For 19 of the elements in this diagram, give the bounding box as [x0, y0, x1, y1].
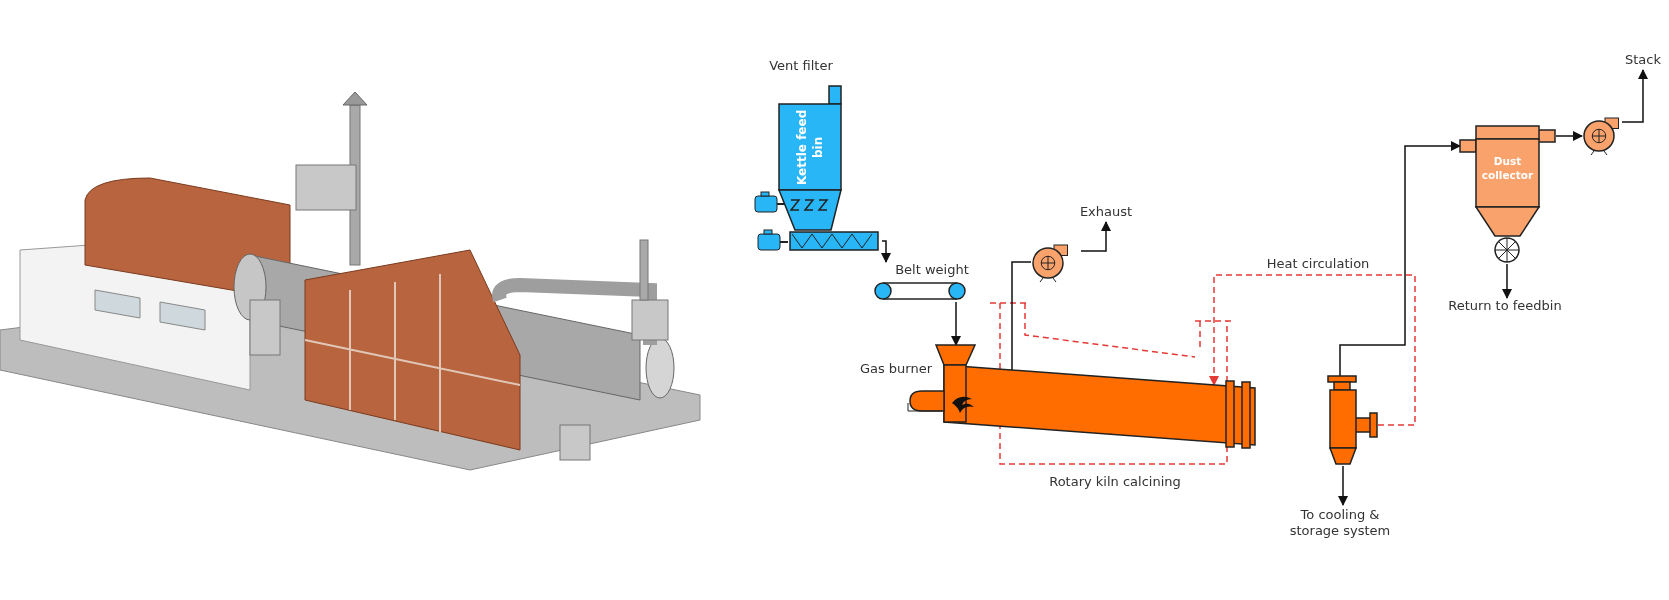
belt-weight-label: Belt weight [894, 262, 970, 278]
gas-burner-label: Gas burner [858, 361, 934, 377]
outlet-label: To cooling & storage system [1288, 507, 1392, 539]
arrow [1502, 263, 1512, 299]
arrow [881, 240, 891, 263]
arrow [1209, 274, 1416, 426]
arrow [951, 301, 961, 346]
arrow [1338, 465, 1348, 506]
arrow [1339, 141, 1461, 377]
arrow [1080, 221, 1111, 252]
vent-filter-label: Vent filter [768, 58, 834, 74]
outlet-label: Exhaust [1078, 204, 1134, 220]
bin-label: Kettle feed bin [794, 108, 826, 186]
collector-label: Dust collector [1480, 154, 1535, 182]
outlet-label: Stack [1624, 52, 1662, 68]
arrow [1555, 131, 1583, 141]
outlet-label: Return to feedbin [1447, 298, 1563, 314]
area-label: Rotary kiln calcining [1048, 474, 1182, 490]
arrow [1621, 69, 1648, 123]
